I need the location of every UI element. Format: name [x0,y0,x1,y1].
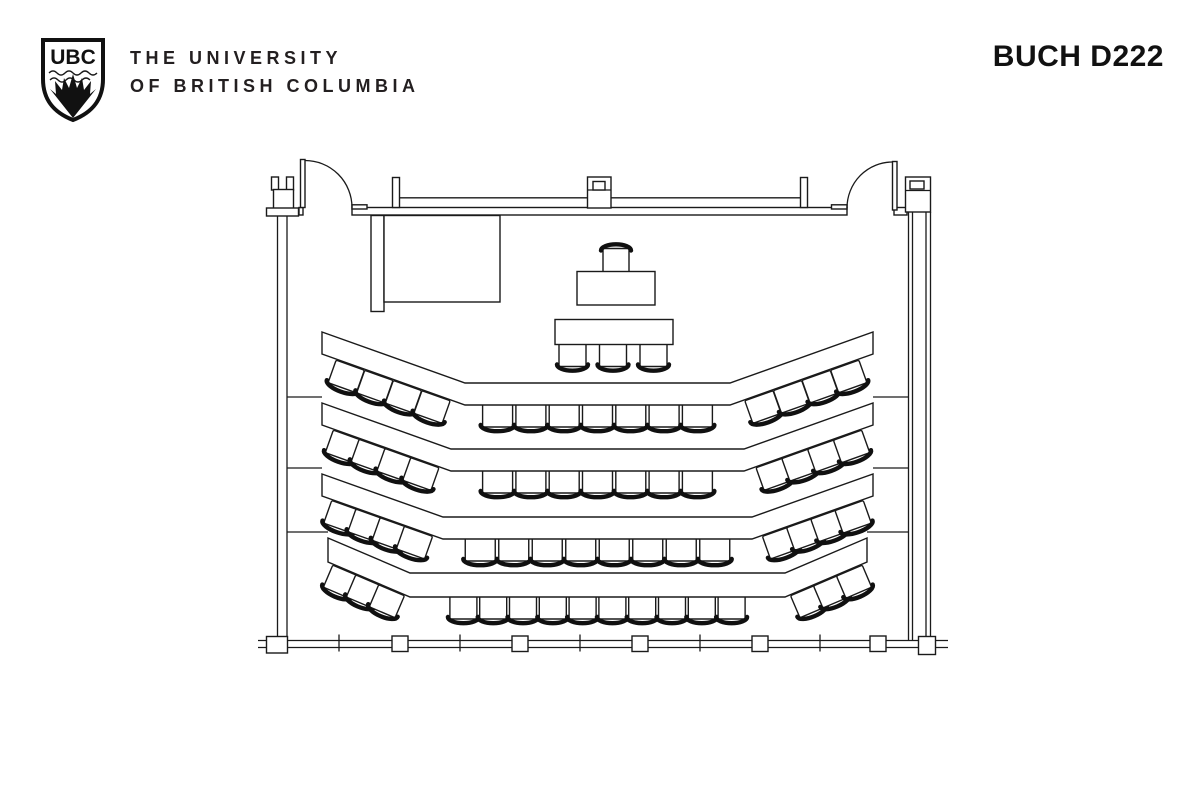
logo-text: UBC [50,46,96,69]
seating-row [321,402,874,500]
chair [511,402,551,434]
chair [594,594,631,626]
instructor-desk [576,270,656,306]
window-wall [258,634,948,656]
chair [611,468,650,500]
door-right [846,160,898,211]
walls [258,176,948,656]
chair [578,468,617,500]
chair [545,402,584,434]
university-wordmark-line1: THE UNIVERSITY [130,48,343,68]
projection-screen [586,176,612,209]
top-right-column [904,176,932,213]
chair [713,594,750,626]
chair [644,402,684,434]
chair [399,457,440,494]
door-left [299,158,353,209]
chair [461,536,500,568]
chair [654,594,690,626]
chair [578,402,617,434]
chair [695,536,734,568]
university-wordmark-line2: OF BRITISH COLUMBIA [130,76,420,96]
floor-step-lines [287,396,909,533]
chair [678,402,717,434]
chair [545,468,584,500]
chair [554,341,591,373]
chair [684,594,720,626]
seating-row [320,473,875,568]
chair [511,468,551,500]
row-table [321,331,874,406]
chair [561,536,600,568]
chair [478,402,517,434]
chair [628,536,667,568]
chair [595,341,631,373]
ubc-logo: UBC [41,38,105,123]
top-left-pillar [265,176,300,217]
university-wordmark: THE UNIVERSITY OF BRITISH COLUMBIA [130,44,420,100]
chair [365,584,405,622]
chair [678,468,717,500]
chair [392,526,433,563]
front-table [554,318,674,346]
chair [445,594,482,626]
chair [564,594,601,626]
chair [833,429,874,467]
chair [535,594,571,626]
row-table [321,473,874,540]
seating-row [319,536,876,626]
chair [494,536,533,568]
chair [505,594,541,626]
water-wave-1 [48,70,98,76]
chair [478,468,517,500]
chair [834,500,875,537]
chair [595,536,634,568]
room-code: BUCH D222 [992,40,1164,73]
page-header: UBC THE UNIVERSITY OF BRITISH COLUMBIA B… [0,0,1200,140]
chair [662,536,701,568]
front-area [554,242,674,373]
sun-rays [50,74,96,118]
chair [836,564,876,602]
chair [624,594,660,626]
chair [598,242,634,274]
seating-row [321,331,874,434]
chair [635,341,672,373]
chair [611,402,650,434]
chair [528,536,567,568]
row-table [321,402,874,472]
chair [644,468,684,500]
water-wave-2 [49,77,91,83]
equipment-closet [370,214,501,313]
chair [830,359,871,397]
chair [475,594,511,626]
chair [410,390,451,427]
row-table [327,536,868,598]
